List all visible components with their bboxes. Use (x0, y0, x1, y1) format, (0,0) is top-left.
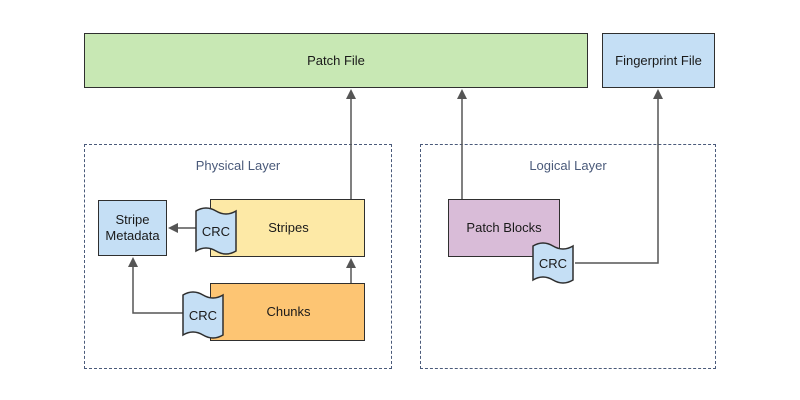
crc-chunks-label: CRC (189, 308, 217, 323)
patch-blocks-node: Patch Blocks (448, 199, 560, 257)
chunks-label: Chunks (266, 304, 311, 319)
physical-layer-group: Physical Layer (84, 144, 392, 369)
patch-file-label: Patch File (307, 52, 365, 68)
stripe-metadata-node: Stripe Metadata (98, 200, 167, 256)
physical-layer-title: Physical Layer (195, 158, 281, 173)
crc-tag-patch-blocks: CRC (532, 242, 574, 284)
fingerprint-file-label: Fingerprint File (615, 52, 702, 68)
crc-patch-blocks-label: CRC (539, 256, 567, 271)
logical-layer-group: Logical Layer (420, 144, 716, 369)
edge-patch-blocks-crc-to-fingerprint-file (575, 89, 663, 264)
fingerprint-file-node: Fingerprint File (602, 33, 715, 88)
crc-tag-stripes: CRC (195, 207, 237, 255)
stripe-metadata-label-line2: Metadata (105, 228, 160, 243)
edge-chunks-crc-to-stripe-metadata (128, 257, 183, 314)
patch-file-node: Patch File (84, 33, 588, 88)
crc-stripes-label: CRC (202, 224, 230, 239)
stripe-metadata-label-line1: Stripe (115, 212, 150, 227)
patch-blocks-label: Patch Blocks (466, 220, 542, 235)
crc-tag-chunks: CRC (182, 291, 224, 339)
chunks-node: Chunks (210, 283, 365, 341)
logical-layer-title: Logical Layer (529, 158, 607, 173)
stripes-label: Stripes (268, 220, 309, 235)
